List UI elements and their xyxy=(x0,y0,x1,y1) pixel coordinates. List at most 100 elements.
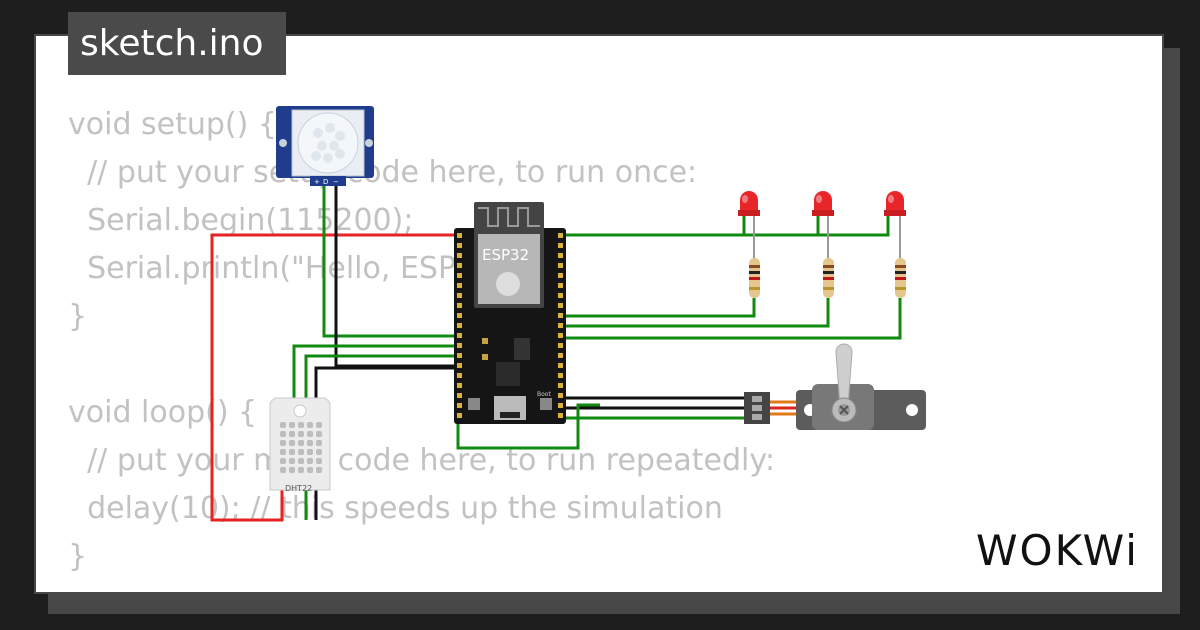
dht-vent xyxy=(280,467,286,473)
header-pin xyxy=(457,233,462,238)
dht-vent xyxy=(307,422,313,428)
header-pin xyxy=(558,253,563,258)
wokwi-logo: WOKWi xyxy=(976,526,1139,575)
dht-vent xyxy=(289,467,295,473)
wire-bottom-loop xyxy=(456,403,600,450)
header-pin xyxy=(457,383,462,388)
dht-vent xyxy=(316,449,322,455)
dht-vent xyxy=(307,440,313,446)
header-pin xyxy=(457,373,462,378)
header-pin xyxy=(558,313,563,318)
dht-vent xyxy=(280,431,286,437)
header-pin xyxy=(558,233,563,238)
dht-label: DHT22 xyxy=(285,484,312,493)
header-pin xyxy=(558,263,563,268)
wire-led-common xyxy=(564,215,890,237)
header-pin xyxy=(457,243,462,248)
code-line: void loop() { xyxy=(68,395,258,430)
header-pin xyxy=(457,363,462,368)
dht-vent xyxy=(298,467,304,473)
dht-vent xyxy=(316,431,322,437)
header-pin xyxy=(558,333,563,338)
dht-vent xyxy=(298,422,304,428)
header-pin xyxy=(558,283,563,288)
header-pin xyxy=(558,413,563,418)
board-label: ESP32 xyxy=(482,246,529,264)
header-pin xyxy=(457,293,462,298)
code-line: void setup() { xyxy=(68,107,277,142)
led-3[interactable] xyxy=(884,191,906,216)
dht-vent xyxy=(316,467,322,473)
header-pin xyxy=(558,373,563,378)
header-pin xyxy=(457,353,462,358)
header-pin xyxy=(457,413,462,418)
code-line: Serial.begin(115200); xyxy=(68,203,414,238)
code-line: // put your setup code here, to run once… xyxy=(68,155,698,190)
dht-vent xyxy=(280,440,286,446)
header-pin xyxy=(457,253,462,258)
header-pin xyxy=(558,323,563,328)
right-header-pins xyxy=(558,233,563,418)
wire-led-3 xyxy=(564,298,902,340)
dht-vent xyxy=(280,449,286,455)
dht-vent xyxy=(298,431,304,437)
header-pin xyxy=(558,293,563,298)
dht-vent xyxy=(298,440,304,446)
dht-vent xyxy=(307,467,313,473)
header-pin xyxy=(558,363,563,368)
header-pin xyxy=(457,393,462,398)
code-line: } xyxy=(68,299,88,334)
wire-led-1 xyxy=(564,298,756,318)
dht-vent xyxy=(316,422,322,428)
code-line: } xyxy=(68,539,88,574)
header-pin xyxy=(558,403,563,408)
wire-pir-data xyxy=(322,184,458,338)
pir-pin-label: D xyxy=(323,178,328,186)
header-pin xyxy=(558,273,563,278)
header-pin xyxy=(457,303,462,308)
dht-vent xyxy=(298,449,304,455)
dht-vent xyxy=(316,458,322,464)
header-pin xyxy=(457,273,462,278)
resistor-2[interactable] xyxy=(823,258,834,298)
code-editor[interactable]: void setup() { // put your setup code he… xyxy=(68,101,775,581)
resistor-1[interactable] xyxy=(749,258,760,298)
dht-vent-grid xyxy=(280,422,322,473)
wire-led-2 xyxy=(564,298,830,328)
header-pin xyxy=(457,333,462,338)
left-header-pins xyxy=(457,233,462,418)
wire-pir-gnd xyxy=(334,184,458,368)
dht-vent xyxy=(280,458,286,464)
pir-pin-label: − xyxy=(333,178,339,186)
resistor-3[interactable] xyxy=(895,258,906,298)
pir-sensor[interactable]: + D − xyxy=(276,106,374,186)
header-pin xyxy=(558,303,563,308)
dht-vent xyxy=(289,440,295,446)
header-pin xyxy=(558,353,563,358)
logo-text: WOKWi xyxy=(976,526,1139,575)
servo-motor[interactable] xyxy=(744,343,926,430)
dht-vent xyxy=(289,458,295,464)
header-pin xyxy=(457,323,462,328)
header-pin xyxy=(558,243,563,248)
led-1[interactable] xyxy=(738,191,760,216)
pir-pin-label: + xyxy=(314,178,320,186)
dht-vent xyxy=(316,440,322,446)
header-pin xyxy=(457,343,462,348)
preview-card xyxy=(34,34,1164,594)
dht-vent xyxy=(289,422,295,428)
dht-vent xyxy=(289,449,295,455)
dht-vent xyxy=(307,431,313,437)
header-pin xyxy=(558,383,563,388)
led-2[interactable] xyxy=(812,191,834,216)
file-tab[interactable]: sketch.ino xyxy=(68,12,286,75)
dht-vent xyxy=(307,449,313,455)
dht22-sensor[interactable]: DHT22 xyxy=(269,397,331,493)
header-pin xyxy=(457,283,462,288)
dht-vent xyxy=(289,431,295,437)
esp32-board[interactable]: ESP32 Boot xyxy=(454,202,566,424)
header-pin xyxy=(457,403,462,408)
dht-vent xyxy=(298,458,304,464)
wire-dht-gnd xyxy=(314,366,458,520)
